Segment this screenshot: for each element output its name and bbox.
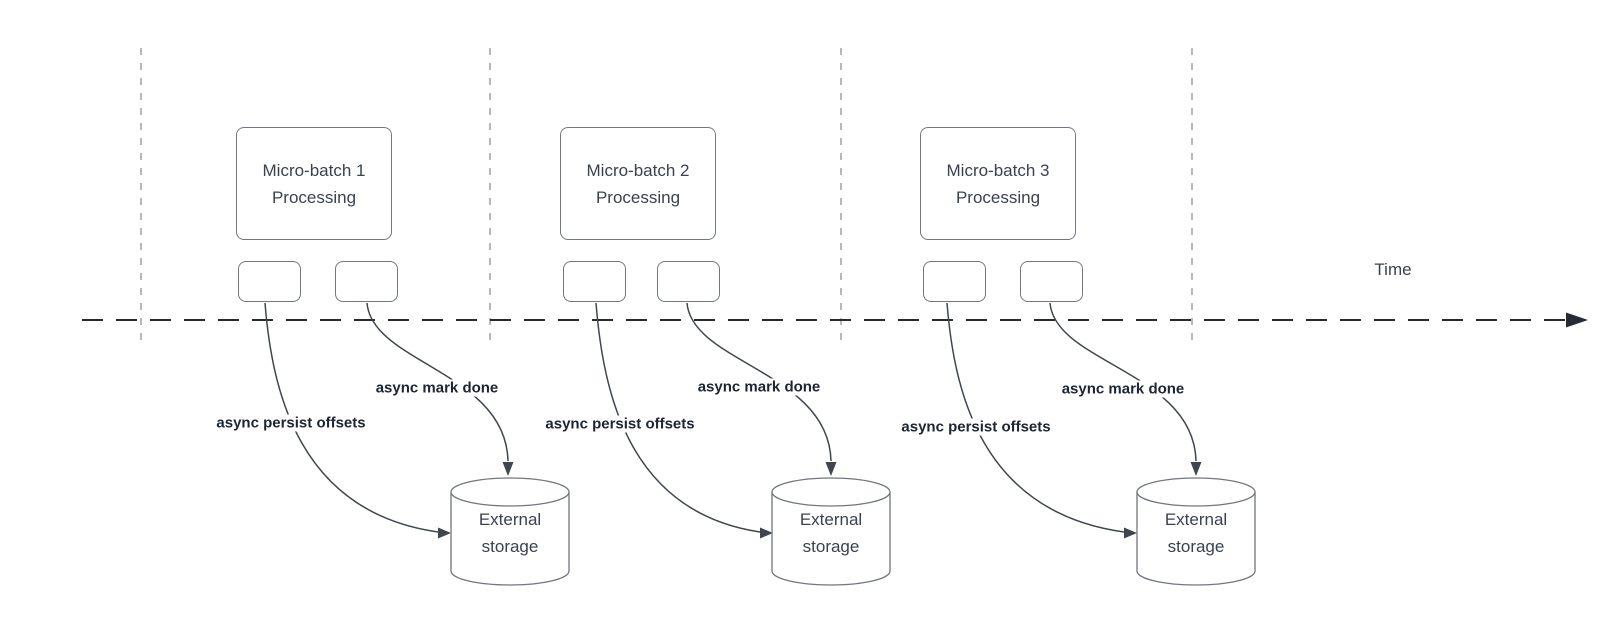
persist-offsets-label-2: async persist offsets: [542, 415, 698, 433]
external-storage-cylinder-2: [771, 477, 891, 586]
microbatch-3-processing-node: Micro-batch 3 Processing: [920, 127, 1076, 240]
external-storage-label-2: External storage: [772, 506, 890, 560]
time-axis-arrowhead-icon: [1566, 312, 1588, 328]
external-storage-cylinder-3: [1136, 477, 1256, 586]
microbatch-1-processing-node: Micro-batch 1 Processing: [236, 127, 392, 240]
storage-label-line: External: [478, 510, 542, 529]
persist-offsets-label-1: async persist offsets: [213, 414, 369, 432]
mark-done-label-2: async mark done: [694, 378, 824, 396]
node-label-line: Micro-batch 1: [262, 160, 366, 180]
task-node-1b: [335, 261, 398, 302]
node-label-line: Processing: [595, 187, 681, 207]
mark-done-arrowhead-icon-2: [825, 462, 837, 476]
mark-done-arrow-1: [366, 302, 509, 462]
task-node-3b: [1020, 261, 1083, 302]
storage-label-line: storage: [481, 537, 539, 556]
task-node-1a: [238, 261, 301, 302]
time-axis-label: Time: [1374, 260, 1412, 279]
persist-offsets-arrow-2: [595, 302, 761, 533]
persist-arrowhead-icon-1: [438, 527, 451, 539]
external-storage-label-1: External storage: [451, 506, 569, 560]
storage-label-line: External: [1164, 510, 1228, 529]
task-node-2a: [563, 261, 626, 302]
storage-label-line: storage: [802, 537, 860, 556]
node-label-line: Micro-batch 2: [586, 160, 690, 180]
external-storage-label-3: External storage: [1137, 506, 1255, 560]
mark-done-arrowhead-icon-3: [1190, 462, 1202, 476]
mark-done-label-1: async mark done: [372, 379, 502, 397]
persist-offsets-arrow-1: [264, 302, 439, 533]
node-label-line: Processing: [955, 187, 1041, 207]
persist-arrowhead-icon-2: [760, 527, 773, 539]
external-storage-cylinder-1: [450, 477, 570, 586]
mark-done-arrow-3: [1049, 302, 1197, 462]
mark-done-arrow-2: [686, 302, 832, 462]
task-node-2b: [657, 261, 720, 302]
node-label-line: Micro-batch 3: [946, 160, 1050, 180]
mark-done-arrowhead-icon-1: [502, 462, 514, 476]
persist-arrowhead-icon-3: [1124, 527, 1137, 539]
storage-label-line: storage: [1167, 537, 1225, 556]
mark-done-label-3: async mark done: [1058, 380, 1188, 398]
task-node-3a: [923, 261, 986, 302]
persist-offsets-label-3: async persist offsets: [898, 418, 1054, 436]
microbatch-2-processing-node: Micro-batch 2 Processing: [560, 127, 716, 240]
persist-offsets-arrow-3: [946, 302, 1125, 533]
storage-label-line: External: [799, 510, 863, 529]
node-label-line: Processing: [271, 187, 357, 207]
